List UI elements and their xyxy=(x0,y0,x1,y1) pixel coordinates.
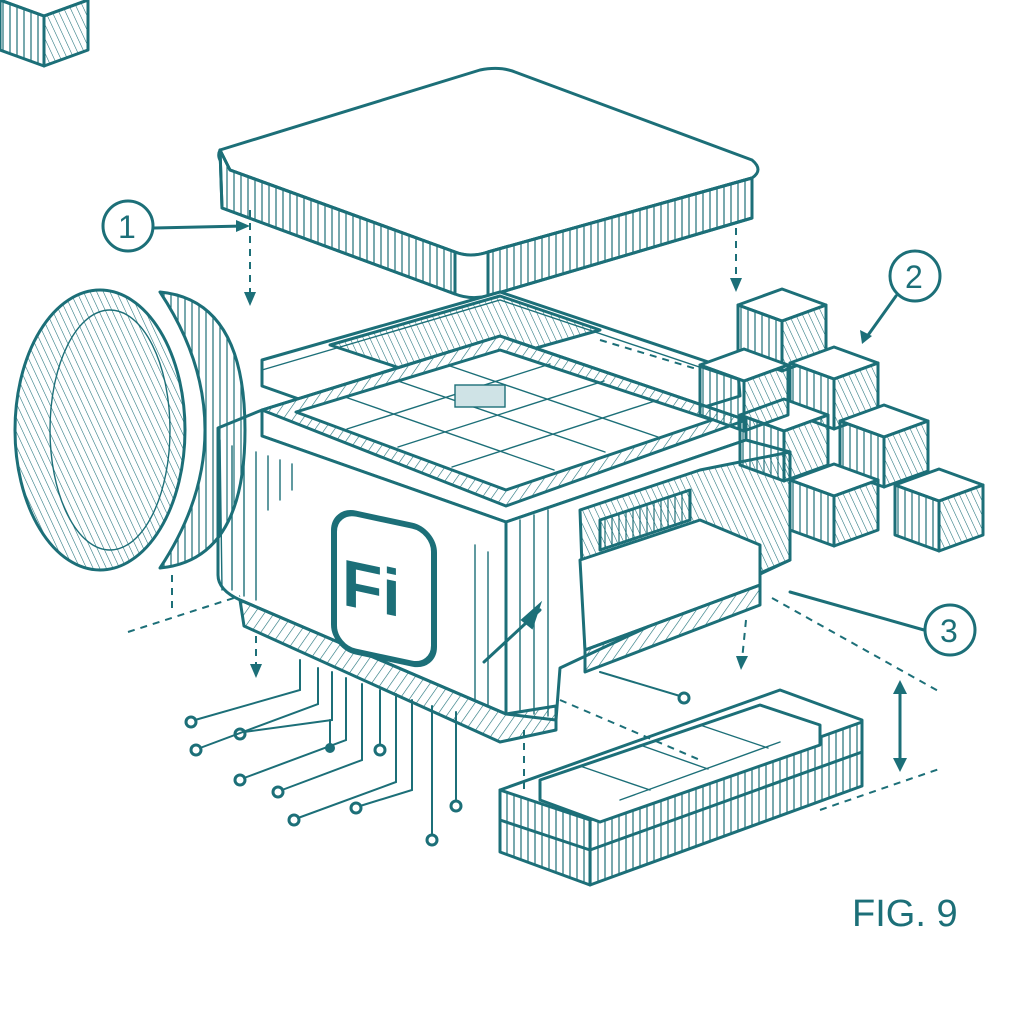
figure-caption: FIG. 9 xyxy=(852,893,958,935)
logo-text: Fi xyxy=(342,546,401,632)
cube-stack xyxy=(0,0,985,553)
callout-3: 3 xyxy=(788,590,977,657)
guide-lines xyxy=(127,210,943,811)
callout-1: 1 xyxy=(101,199,250,253)
callout-3-label: 3 xyxy=(940,613,958,649)
callout-2: 2 xyxy=(860,249,942,344)
callout-1-label: 1 xyxy=(118,209,136,245)
main-box: Fi xyxy=(216,408,792,744)
bottom-tray xyxy=(498,688,864,887)
arrow-icon xyxy=(482,600,543,664)
disc-component xyxy=(13,288,247,572)
pin-leads xyxy=(184,659,691,847)
top-lid xyxy=(217,66,760,300)
logo-icon: Fi xyxy=(331,510,437,668)
callout-2-label: 2 xyxy=(905,259,923,295)
